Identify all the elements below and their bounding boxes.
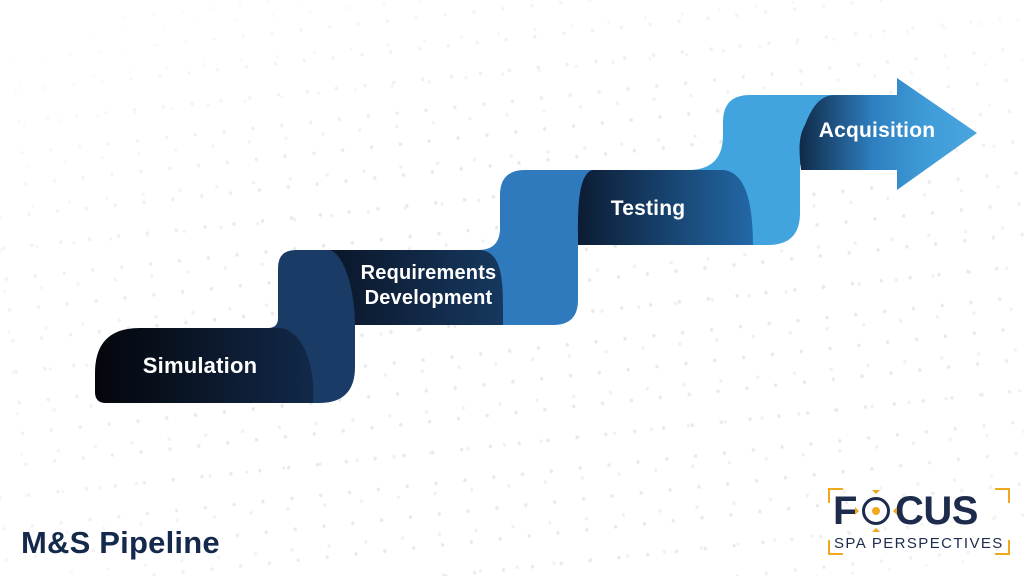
step-label-testing: Testing [610,197,686,220]
reticle-caret-icon [854,507,863,515]
logo-letters-cus: CUS [894,489,978,533]
reticle-caret-icon [871,524,880,532]
logo-corner-bracket-icon [995,488,1010,503]
step-bar-requirements-development [330,250,504,325]
logo-corner-bracket-icon [828,540,843,555]
focus-reticle-icon [854,490,897,532]
slide-title: M&S Pipeline [21,525,220,560]
step-bar-simulation [95,328,314,403]
logo-letter-f: F [833,489,857,533]
logo-wordmark: F CUS [833,489,978,533]
logo-corner-bracket-icon [828,488,843,503]
step-label-acquisition: Acquisition [818,119,936,142]
logo-corner-bracket-icon [995,540,1010,555]
reticle-center-dot-icon [871,507,880,515]
step-label-simulation: Simulation [142,353,258,378]
reticle-caret-icon [871,490,880,498]
reticle-caret-icon [889,507,897,515]
step-label-requirements-development: Requirements Development [360,262,497,309]
step-bar-testing [577,170,753,245]
step-bar-acquisition-arrow [799,78,977,190]
logo-tagline: SPA PERSPECTIVES [834,535,1004,552]
focus-spa-perspectives-logo: F CUS SPA PERSPECTIVES [828,488,1010,555]
